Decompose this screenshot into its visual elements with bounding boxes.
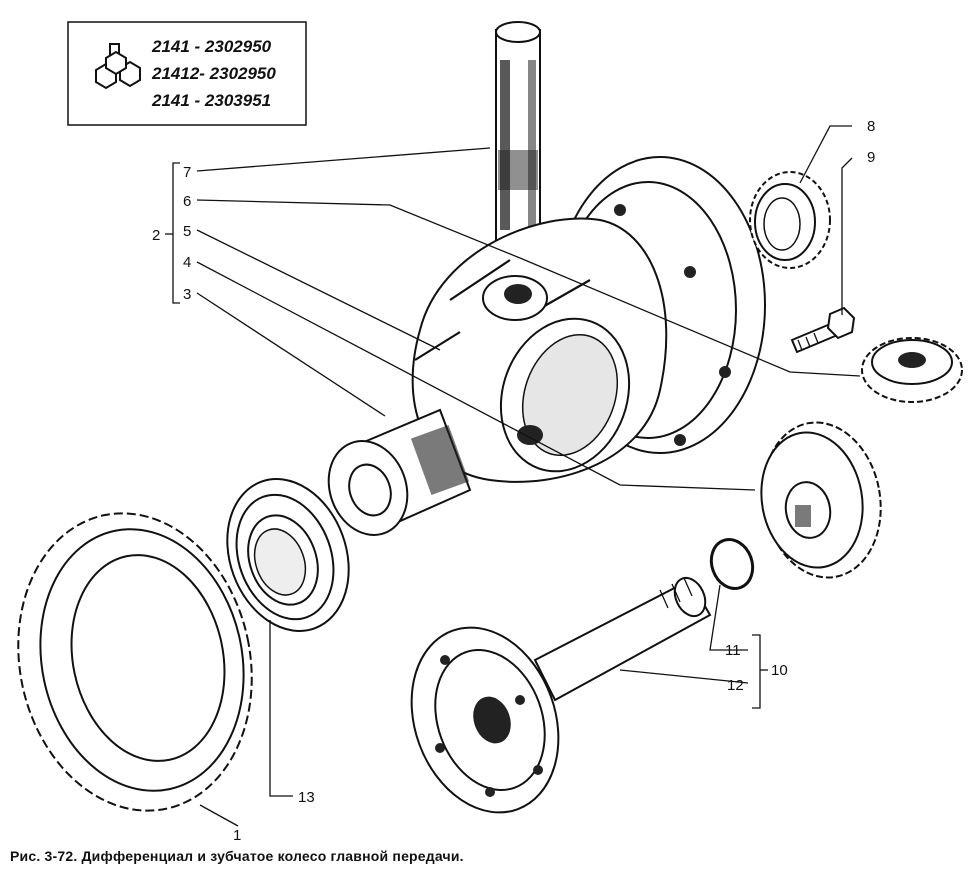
retaining-ring-11: [709, 538, 755, 590]
callout-1: 1: [233, 827, 241, 844]
callout-2: 2: [152, 227, 160, 244]
ring-gear-1: [17, 512, 253, 812]
part-number-3: 2141 - 2303951: [151, 91, 271, 110]
figure-caption: Рис. 3-72. Дифференциал и зубчатое колес…: [10, 848, 464, 864]
side-gear-8: [749, 171, 831, 269]
callout-3: 3: [183, 286, 191, 303]
callout-11: 11: [725, 642, 741, 659]
callout-6: 6: [183, 193, 191, 210]
kit-parts-icon: [95, 43, 141, 90]
part-number-2: 21412- 2302950: [151, 64, 276, 83]
callout-5: 5: [183, 223, 191, 240]
callout-numbers: 7 6 5 4 3 2 8 9 11 12 10 13 1: [152, 118, 875, 844]
flange-shaft-12: [410, 576, 712, 814]
callout-12: 12: [727, 677, 744, 694]
planet-gear: [861, 337, 963, 403]
callout-10: 10: [771, 662, 788, 679]
leader-lines: [165, 125, 861, 827]
parts-kit-box: 2141 - 2302950 21412- 2302950 2141 - 230…: [67, 21, 307, 126]
differential-housing: [327, 156, 766, 536]
callout-4: 4: [183, 254, 191, 271]
side-gear-large: [760, 421, 882, 579]
bolt-9: [790, 306, 856, 354]
callout-13: 13: [298, 789, 315, 806]
bearing-13: [226, 478, 350, 632]
callout-9: 9: [867, 149, 875, 166]
part-number-1: 2141 - 2302950: [151, 37, 272, 56]
callout-8: 8: [867, 118, 875, 135]
pinion-shaft: [495, 21, 541, 251]
callout-7: 7: [183, 164, 191, 181]
